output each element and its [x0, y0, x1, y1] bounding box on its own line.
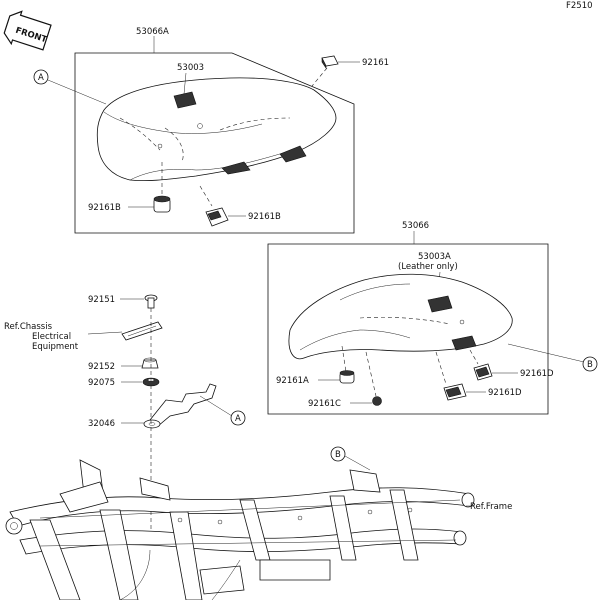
- label-92161B-right: 92161B: [248, 212, 281, 222]
- label-53066: 53066: [402, 221, 429, 231]
- front-arrow-icon: FRONT: [3, 10, 52, 51]
- label-92161D-upper: 92161D: [520, 369, 554, 379]
- damper-92161B-right: [199, 185, 229, 227]
- ref-B-circle-frame: [330, 446, 346, 462]
- label-53003A-note: (Leather only): [398, 262, 458, 272]
- ref-A-lower: A: [235, 414, 241, 424]
- label-92161: 92161: [362, 58, 389, 68]
- label-ref-chassis: Ref.Chassis: [4, 322, 53, 332]
- front-seat: [96, 77, 337, 182]
- cover-53003: [173, 91, 197, 109]
- label-53066A: 53066A: [136, 27, 169, 37]
- bolt-92151: [144, 294, 158, 309]
- label-92075: 92075: [88, 378, 115, 388]
- rear-seat-box: [267, 243, 549, 415]
- front-seat-group: 53066A 53003 92161: [33, 27, 389, 234]
- damper-92161C: [372, 396, 382, 406]
- rear-seat-group: 53066 53003A (Leather only) B 92161A: [267, 221, 598, 415]
- label-92161D-lower: 92161D: [488, 388, 522, 398]
- label-ref-electrical: Electrical: [32, 332, 71, 342]
- bracket-32046: [143, 383, 217, 429]
- hardware-stack: 92151 Ref.Chassis Electrical Equipment 9…: [4, 294, 246, 540]
- label-ref-frame: Ref.Frame: [470, 502, 512, 512]
- frame: [5, 459, 475, 600]
- front-seat-box: [74, 52, 355, 234]
- figure-code: F2510: [566, 1, 593, 11]
- label-32046: 32046: [88, 419, 115, 429]
- ref-B-frame: B: [335, 450, 341, 460]
- ref-A-top: A: [38, 73, 44, 83]
- label-92161C: 92161C: [308, 399, 341, 409]
- collar-92152: [141, 357, 159, 369]
- label-92161B-left: 92161B: [88, 203, 121, 213]
- ref-B-circle-right: [582, 356, 598, 372]
- ref-A-circle-lower: [230, 410, 246, 426]
- ref-B-right: B: [587, 360, 593, 370]
- label-92151: 92151: [88, 295, 115, 305]
- label-92161A: 92161A: [276, 376, 309, 386]
- label-92152: 92152: [88, 362, 115, 372]
- damper-92161B-left: [153, 162, 171, 213]
- rear-seat: [288, 273, 513, 360]
- label-ref-equipment: Equipment: [32, 342, 79, 352]
- ref-A-circle-top: [33, 69, 49, 85]
- cover-53003A: [427, 295, 453, 313]
- label-53003: 53003: [177, 63, 204, 73]
- label-53003A: 53003A: [418, 252, 451, 262]
